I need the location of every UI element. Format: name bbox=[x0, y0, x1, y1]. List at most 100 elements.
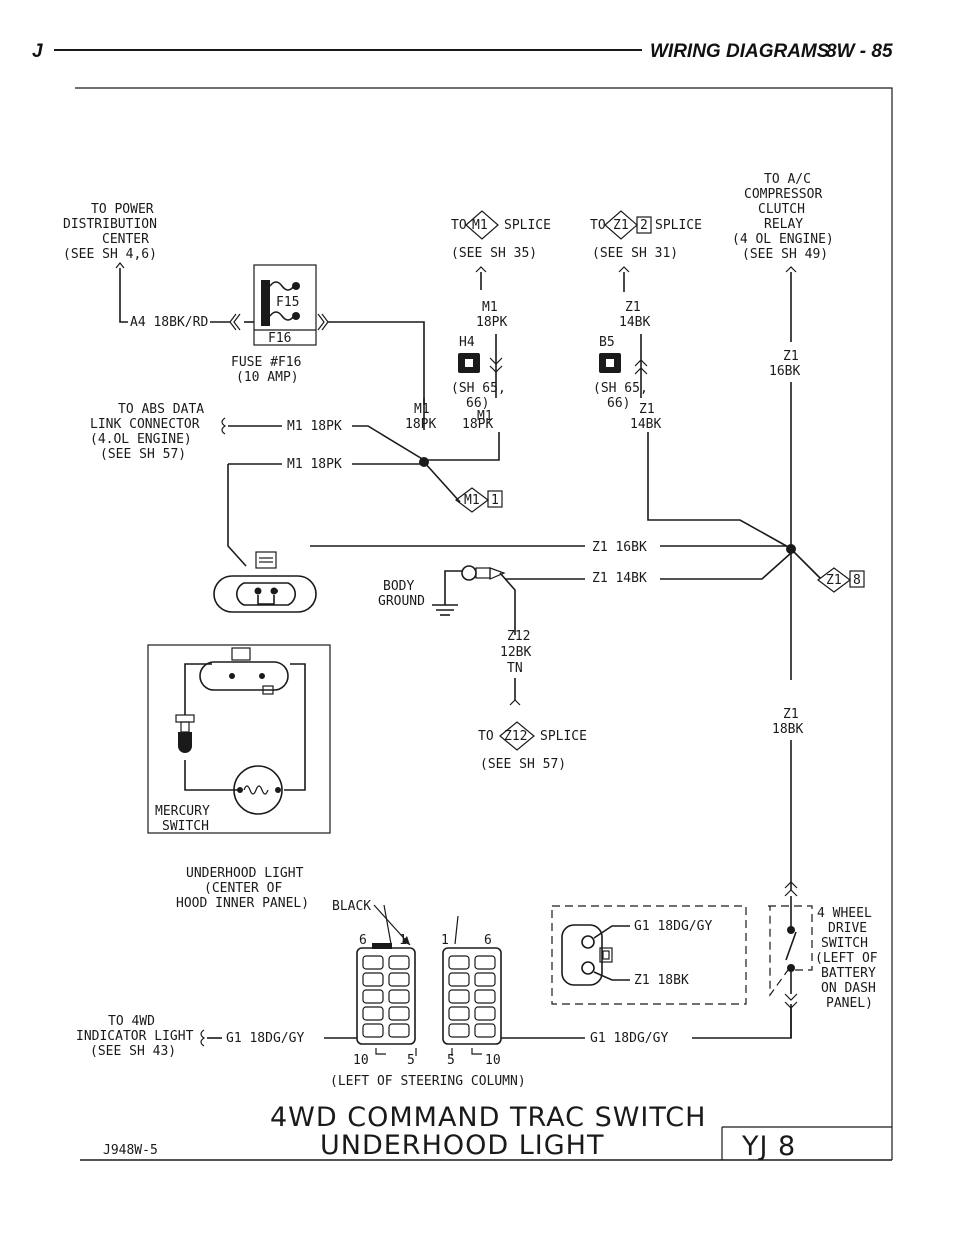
ground-eyelet bbox=[461, 565, 477, 581]
svg-text:TN: TN bbox=[507, 661, 523, 676]
svg-text:Z12: Z12 bbox=[504, 729, 527, 744]
svg-text:Z1: Z1 bbox=[783, 349, 799, 364]
fuse-f16-symbol bbox=[269, 311, 295, 321]
svg-text:(SH 65,: (SH 65, bbox=[593, 381, 648, 396]
switch-connector-left bbox=[356, 943, 416, 1045]
underhood-light-caption: UNDERHOOD LIGHT (CENTER OF HOOD INNER PA… bbox=[176, 866, 309, 911]
svg-text:Z1: Z1 bbox=[613, 218, 629, 233]
svg-text:(SEE SH 57): (SEE SH 57) bbox=[100, 447, 186, 462]
wire-z1-14bk-label: Z1 14BK bbox=[592, 571, 647, 586]
svg-text:16BK: 16BK bbox=[769, 364, 800, 379]
footer-code: J948W-5 bbox=[103, 1143, 158, 1158]
indicator-light-label: TO 4WD INDICATOR LIGHT (SEE SH 43) bbox=[76, 1014, 194, 1059]
fuse-label-2: (10 AMP) bbox=[236, 370, 299, 385]
wire-z1-conn-label: Z1 18BK bbox=[634, 973, 689, 988]
wire-m1-lower-label: M1 18PK bbox=[287, 457, 342, 472]
fuse-f15: F15 bbox=[276, 295, 299, 310]
fuse-f16: F16 bbox=[268, 331, 291, 346]
svg-text:2: 2 bbox=[640, 218, 648, 233]
svg-text:LINK CONNECTOR: LINK CONNECTOR bbox=[90, 417, 200, 432]
svg-text:18PK: 18PK bbox=[462, 417, 493, 432]
switch-detail-box bbox=[551, 905, 747, 1005]
switch-plug bbox=[561, 924, 603, 986]
svg-text:M1: M1 bbox=[472, 218, 488, 233]
fuse-label-1: FUSE #F16 bbox=[231, 355, 301, 370]
connector-b5: B5 bbox=[599, 335, 615, 350]
light-connector-housing bbox=[213, 575, 317, 613]
svg-text:1: 1 bbox=[441, 933, 449, 948]
svg-text:(CENTER OF: (CENTER OF bbox=[204, 881, 282, 896]
wire-z1-14bk-top bbox=[647, 432, 791, 549]
svg-text:18BK: 18BK bbox=[772, 722, 803, 737]
svg-text:M1: M1 bbox=[464, 493, 480, 508]
wire-z1-16bk-label: Z1 16BK bbox=[592, 540, 647, 555]
svg-text:DRIVE: DRIVE bbox=[828, 921, 867, 936]
abs-link-label: TO ABS DATA LINK CONNECTOR (4.OL ENGINE)… bbox=[90, 402, 204, 462]
wire-g1-right-label: G1 18DG/GY bbox=[590, 1031, 668, 1046]
wire-g1-conn-label: G1 18DG/GY bbox=[634, 919, 712, 934]
svg-text:DISTRIBUTION: DISTRIBUTION bbox=[63, 217, 157, 232]
power-distribution-label: TO POWER DISTRIBUTION CENTER (SEE SH 4,6… bbox=[63, 202, 157, 262]
svg-text:5: 5 bbox=[447, 1053, 455, 1068]
diagram-title-1: 4WD COMMAND TRAC SWITCH bbox=[270, 1102, 706, 1133]
svg-text:TO POWER: TO POWER bbox=[91, 202, 154, 217]
svg-text:18PK: 18PK bbox=[405, 417, 436, 432]
svg-text:(SH 65,: (SH 65, bbox=[451, 381, 506, 396]
svg-text:Z1: Z1 bbox=[625, 300, 641, 315]
svg-text:6: 6 bbox=[484, 933, 492, 948]
svg-text:UNDERHOOD LIGHT: UNDERHOOD LIGHT bbox=[186, 866, 304, 881]
svg-text:10: 10 bbox=[485, 1053, 501, 1068]
svg-text:18PK: 18PK bbox=[476, 315, 507, 330]
svg-text:(4.OL ENGINE): (4.OL ENGINE) bbox=[90, 432, 192, 447]
header-title: WIRING DIAGRAMS bbox=[650, 41, 830, 62]
svg-text:1: 1 bbox=[491, 493, 499, 508]
svg-text:Z1: Z1 bbox=[826, 573, 842, 588]
svg-text:CENTER: CENTER bbox=[102, 232, 149, 247]
svg-text:SPLICE: SPLICE bbox=[540, 729, 587, 744]
wire-m1-abs-label: M1 18PK bbox=[287, 419, 342, 434]
svg-text:SPLICE: SPLICE bbox=[504, 218, 551, 233]
svg-text:BATTERY: BATTERY bbox=[821, 966, 876, 981]
body-ground-label-1: BODY bbox=[383, 579, 414, 594]
mercury-label-1: MERCURY bbox=[155, 804, 210, 819]
z12-splice-ref: (SEE SH 57) bbox=[480, 757, 566, 772]
lamp-circle bbox=[233, 765, 283, 815]
svg-text:(SEE SH 49): (SEE SH 49) bbox=[742, 247, 828, 262]
switch-conn-caption: (LEFT OF STEERING COLUMN) bbox=[330, 1074, 526, 1089]
svg-text:12BK: 12BK bbox=[500, 645, 531, 660]
z12-splice-diamond bbox=[499, 721, 535, 751]
svg-text:HOOD INNER PANEL): HOOD INNER PANEL) bbox=[176, 896, 309, 911]
svg-text:CLUTCH: CLUTCH bbox=[758, 202, 805, 217]
fuse-box bbox=[253, 264, 317, 346]
m1-splice-diamond bbox=[465, 210, 499, 240]
svg-text:6: 6 bbox=[359, 933, 367, 948]
svg-text:(LEFT OF: (LEFT OF bbox=[815, 951, 878, 966]
m1-splice-ref: (SEE SH 35) bbox=[451, 246, 537, 261]
svg-text:M1: M1 bbox=[477, 409, 493, 424]
mercury-bulb bbox=[178, 732, 192, 753]
svg-text:TO 4WD: TO 4WD bbox=[108, 1014, 155, 1029]
svg-text:TO ABS DATA: TO ABS DATA bbox=[118, 402, 204, 417]
wire-a4 bbox=[119, 268, 128, 323]
svg-text:M1: M1 bbox=[414, 402, 430, 417]
svg-text:ON DASH: ON DASH bbox=[821, 981, 876, 996]
black-label: BLACK bbox=[332, 899, 371, 914]
svg-text:TO: TO bbox=[478, 729, 494, 744]
svg-text:INDICATOR LIGHT: INDICATOR LIGHT bbox=[76, 1029, 194, 1044]
fuse-f15-symbol bbox=[269, 281, 295, 291]
svg-text:66): 66) bbox=[607, 396, 630, 411]
svg-text:(SEE SH 43): (SEE SH 43) bbox=[90, 1044, 176, 1059]
svg-text:Z12: Z12 bbox=[507, 629, 530, 644]
diagram-title-2: UNDERHOOD LIGHT bbox=[320, 1130, 604, 1161]
header-left: J bbox=[32, 41, 43, 62]
svg-text:Z1: Z1 bbox=[639, 402, 655, 417]
svg-text:M1: M1 bbox=[482, 300, 498, 315]
z1-splice-ref: (SEE SH 31) bbox=[592, 246, 678, 261]
wd-switch-blade bbox=[785, 931, 797, 961]
wire-g1-ind-label: G1 18DG/GY bbox=[226, 1031, 304, 1046]
svg-text:14BK: 14BK bbox=[619, 315, 650, 330]
svg-text:Z1: Z1 bbox=[783, 707, 799, 722]
fuse-bus-bar bbox=[261, 280, 270, 326]
svg-text:SPLICE: SPLICE bbox=[655, 218, 702, 233]
